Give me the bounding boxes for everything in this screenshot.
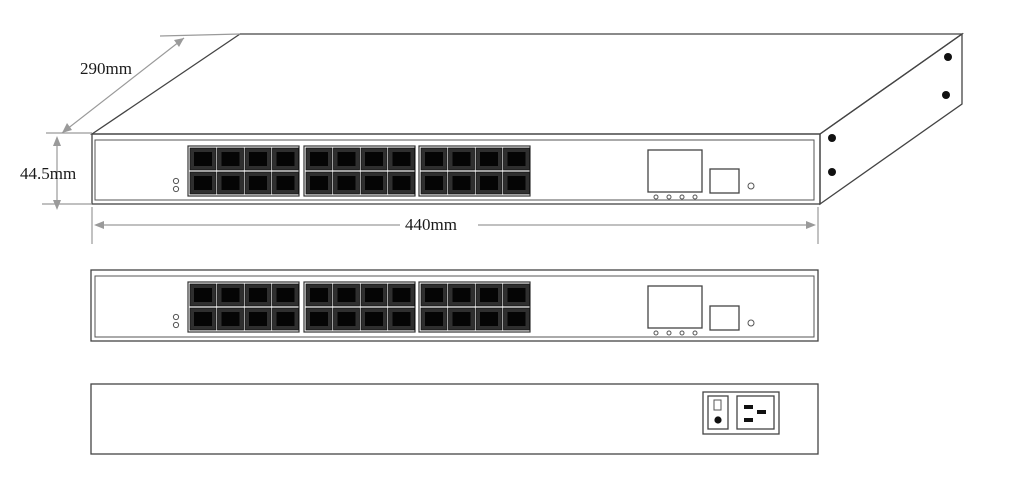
rj45-socket [507, 312, 526, 326]
front-view-chassis [90, 269, 819, 342]
chassis-side-face [819, 32, 963, 206]
rj45-socket [425, 288, 443, 302]
front-panel [94, 139, 815, 201]
power-switch-icon [707, 395, 729, 430]
rj45-socket [221, 176, 240, 190]
rj45-socket [310, 288, 328, 302]
rj45-socket [425, 152, 443, 166]
reset-hole [747, 182, 755, 190]
depth-dimension: 290mm [46, 33, 241, 134]
rj45-socket [194, 288, 212, 302]
rear-view-chassis [90, 383, 819, 455]
isometric-view: 290mm 44.5mm 440mm [20, 32, 965, 244]
rj45-socket [365, 312, 383, 326]
rj45-socket [425, 312, 443, 326]
rj45-socket [480, 312, 498, 326]
rj45-socket [337, 312, 356, 326]
led [172, 185, 180, 193]
led [172, 313, 180, 321]
chassis-front-face [91, 133, 821, 205]
rj45-socket [249, 288, 267, 302]
status-leds [172, 177, 180, 193]
rj45-socket [276, 288, 295, 302]
sfp-module [647, 149, 703, 200]
front-view [90, 269, 819, 342]
rj45-socket [194, 176, 212, 190]
sfp-led [666, 330, 672, 336]
rj45-socket [194, 152, 212, 166]
rj45-socket [249, 176, 267, 190]
screw [828, 168, 836, 176]
sfp-cage [647, 149, 703, 193]
rj45-socket [310, 176, 328, 190]
sfp-led [679, 194, 685, 200]
mounting-screws [828, 53, 952, 176]
rj45-socket [452, 176, 471, 190]
rj45-socket [452, 288, 471, 302]
front-view-panel [94, 275, 815, 338]
sfp-cage [647, 285, 703, 329]
chassis-top-face [89, 33, 965, 135]
power-module-frame [702, 391, 780, 435]
reset-hole [747, 319, 755, 327]
screw [944, 53, 952, 61]
rj45-socket [365, 152, 383, 166]
rj45-socket [392, 176, 411, 190]
rj45-socket [337, 288, 356, 302]
sfp-led [666, 194, 672, 200]
rj45-socket [392, 152, 411, 166]
width-dimension: 440mm [91, 207, 819, 244]
led [172, 321, 180, 329]
sfp-led [692, 330, 698, 336]
rj45-socket [310, 312, 328, 326]
rj45-socket [507, 288, 526, 302]
rj45-socket [392, 288, 411, 302]
rj45-socket [392, 312, 411, 326]
rj45-socket [221, 312, 240, 326]
rj45-socket [310, 152, 328, 166]
rj45-socket [365, 176, 383, 190]
rj45-port-block [187, 145, 531, 197]
rj45-socket [480, 152, 498, 166]
rear-view [90, 383, 819, 455]
rj45-socket [452, 152, 471, 166]
width-label: 440mm [405, 215, 457, 234]
rj45-socket [507, 152, 526, 166]
rj45-socket [249, 152, 267, 166]
console-port [709, 305, 740, 331]
rj45-socket [276, 312, 295, 326]
led [172, 177, 180, 185]
console-port [709, 168, 740, 194]
rj45-socket [452, 312, 471, 326]
rj45-socket [480, 176, 498, 190]
rj45-socket [221, 152, 240, 166]
rj45-socket [507, 176, 526, 190]
status-leds [172, 313, 180, 329]
sfp-module [647, 285, 703, 336]
iec-power-socket-icon [736, 395, 775, 430]
rj45-socket [276, 152, 295, 166]
sfp-led [692, 194, 698, 200]
sfp-led [653, 194, 659, 200]
rj45-socket [194, 312, 212, 326]
sfp-led [679, 330, 685, 336]
rj45-socket [425, 176, 443, 190]
height-label: 44.5mm [20, 164, 76, 183]
power-module [702, 391, 780, 435]
rj45-socket [337, 152, 356, 166]
sfp-led [653, 330, 659, 336]
screw [942, 91, 950, 99]
rj45-socket [249, 312, 267, 326]
rj45-socket [480, 288, 498, 302]
rj45-socket [337, 176, 356, 190]
depth-label: 290mm [80, 59, 132, 78]
rj45-socket [365, 288, 383, 302]
height-dimension: 44.5mm [20, 136, 92, 210]
rj45-socket [276, 176, 295, 190]
rj45-socket [221, 288, 240, 302]
screw [828, 134, 836, 142]
rj45-port-block [187, 281, 531, 333]
